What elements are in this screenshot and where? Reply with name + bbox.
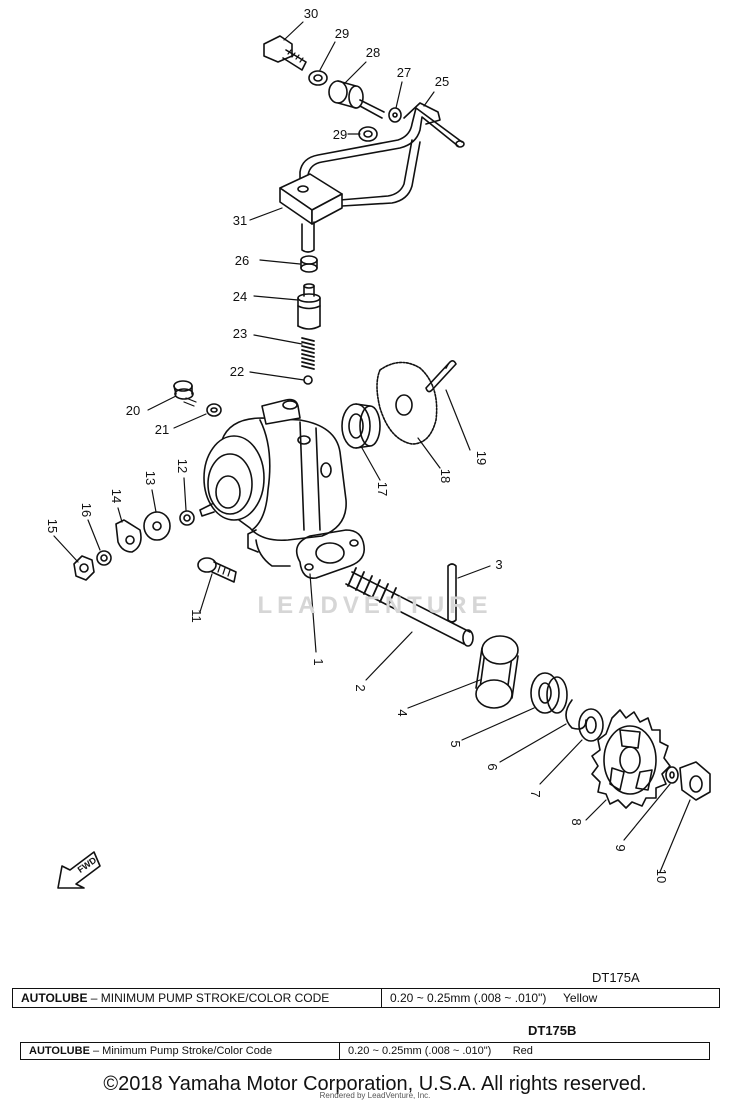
callout-20: 20: [126, 403, 140, 418]
callout-29b: 29: [333, 127, 347, 142]
part-31-pipe-holder: [279, 173, 343, 253]
part-4-collar: [475, 635, 519, 709]
callout-1: 1: [311, 658, 326, 665]
callout-29: 29: [335, 26, 349, 41]
callout-27: 27: [397, 65, 411, 80]
part-15-nut: [73, 555, 95, 581]
callout-24: 24: [233, 289, 247, 304]
callout-26: 26: [235, 253, 249, 268]
callout-12: 12: [175, 459, 190, 473]
parts-diagram: 30 29 28 27 25 29 31 26 24 23 22 20 21 1…: [45, 6, 711, 889]
spec-table-a: AUTOLUBE – MINIMUM PUMP STROKE/COLOR COD…: [12, 988, 720, 1008]
part-30-bolt: [263, 35, 307, 71]
spec-value: 0.20 ~ 0.25mm (.008 ~ .010"): [348, 1045, 492, 1057]
part-11-screw: [197, 557, 237, 583]
model-label-b: DT175B: [528, 1023, 577, 1038]
spec-name: AUTOLUBE: [29, 1045, 90, 1057]
callout-22: 22: [230, 364, 244, 379]
part-5-bearing: [530, 672, 568, 714]
spec-description: – Minimum Pump Stroke/Color Code: [92, 1045, 273, 1057]
callout-5: 5: [448, 740, 463, 747]
callout-16: 16: [79, 503, 94, 517]
callout-30: 30: [304, 6, 318, 21]
callout-labels: 30 29 28 27 25 29 31 26 24 23 22 20 21 1…: [45, 6, 669, 883]
part-29-washer-2: [358, 126, 378, 142]
spec-description: – MINIMUM PUMP STROKE/COLOR CODE: [90, 991, 330, 1005]
part-26-seal: [300, 255, 318, 273]
callout-25: 25: [435, 74, 449, 89]
callout-15: 15: [45, 519, 60, 533]
callout-7: 7: [528, 790, 543, 797]
callout-10: 10: [654, 869, 669, 883]
spec-name-cell: AUTOLUBE – Minimum Pump Stroke/Color Cod…: [20, 1042, 340, 1060]
part-13-plate: [143, 511, 171, 541]
part-8-gear: [591, 709, 671, 809]
callout-9: 9: [613, 844, 628, 851]
callout-28: 28: [366, 45, 380, 60]
callout-13: 13: [143, 471, 158, 485]
part-6-circlip: [565, 699, 587, 730]
part-17-bearing: [341, 403, 381, 449]
spec-name: AUTOLUBE: [21, 991, 88, 1005]
callout-23: 23: [233, 326, 247, 341]
part-10-nut: [679, 761, 711, 801]
part-16-washer: [96, 550, 112, 566]
pump-body: [199, 398, 347, 567]
callout-31: 31: [233, 213, 247, 228]
callout-18: 18: [438, 469, 453, 483]
rendered-by: Rendered by LeadVenture, Inc.: [319, 1091, 431, 1100]
part-14-lock-washer: [115, 519, 142, 553]
spec-name-cell: AUTOLUBE – MINIMUM PUMP STROKE/COLOR COD…: [12, 988, 382, 1008]
callout-3: 3: [495, 557, 502, 572]
callout-19: 19: [474, 451, 489, 465]
part-22-ball: [303, 375, 313, 385]
spec-value-cell: 0.20 ~ 0.25mm (.008 ~ .010") Red: [339, 1042, 710, 1060]
part-29-washer: [308, 70, 328, 86]
callout-21: 21: [155, 422, 169, 437]
spec-value: 0.20 ~ 0.25mm (.008 ~ .010"): [390, 991, 547, 1005]
callout-2: 2: [353, 684, 368, 691]
model-label-a: DT175A: [592, 970, 640, 985]
spec-color-code: Red: [512, 1045, 533, 1057]
fwd-arrow-icon: [57, 851, 101, 889]
part-7-washer: [578, 708, 604, 742]
part-18-plate: [376, 361, 438, 445]
part-21-washer: [206, 403, 222, 417]
spec-color-code: Yellow: [563, 991, 598, 1005]
copyright: ©2018 Yamaha Motor Corporation, U.S.A. A…: [103, 1073, 647, 1095]
part-27-clip: [388, 107, 402, 123]
part-28-union: [328, 80, 385, 119]
leader-lines: [53, 21, 691, 873]
part-3-pin: [447, 563, 457, 623]
callout-17: 17: [375, 482, 390, 496]
part-24-plunger: [297, 283, 321, 330]
callout-4: 4: [395, 709, 410, 716]
part-12-washer: [179, 510, 195, 526]
callout-6: 6: [485, 763, 500, 770]
watermark: LEADVENTURE: [257, 592, 493, 619]
callout-14: 14: [109, 489, 124, 503]
callout-8: 8: [569, 818, 584, 825]
spec-value-cell: 0.20 ~ 0.25mm (.008 ~ .010") Yellow: [381, 988, 720, 1008]
spec-row: AUTOLUBE – MINIMUM PUMP STROKE/COLOR COD…: [12, 988, 720, 1008]
part-23-spring: [301, 337, 315, 370]
part-25-delivery-pipe: [299, 102, 465, 207]
part-20-screw: [173, 380, 197, 407]
part-9-washer: [665, 766, 679, 784]
spec-table-b: AUTOLUBE – Minimum Pump Stroke/Color Cod…: [20, 1042, 710, 1060]
part-19-pin: [425, 360, 457, 393]
callout-11: 11: [189, 609, 204, 623]
spec-row: AUTOLUBE – Minimum Pump Stroke/Color Cod…: [20, 1042, 710, 1060]
